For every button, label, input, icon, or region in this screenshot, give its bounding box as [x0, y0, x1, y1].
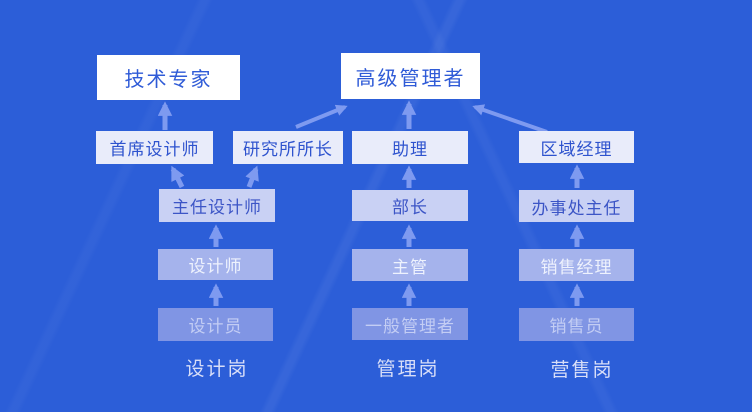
node-director-designer: 主任设计师 — [159, 189, 275, 222]
node-office-director: 办事处主任 — [519, 190, 634, 222]
node-chief-designer: 首席设计师 — [96, 131, 213, 164]
node-tech-expert: 技术专家 — [97, 55, 240, 100]
node-assistant: 助理 — [352, 131, 468, 164]
promotion-arrow-institute-head-to-senior-manager — [295, 104, 348, 129]
column-label-design-track: 设计岗 — [185, 359, 249, 380]
node-draftsman: 设计员 — [158, 308, 273, 341]
node-senior-manager: 高级管理者 — [341, 53, 480, 99]
column-label-management-track: 管理岗 — [376, 359, 440, 380]
promotion-arrow-director-designer-to-chief-designer — [170, 165, 185, 189]
node-designer: 设计师 — [158, 249, 273, 280]
promotion-arrow-regional-manager-to-senior-manager — [472, 104, 548, 134]
node-supervisor: 主管 — [352, 249, 468, 281]
node-salesperson: 销售员 — [519, 308, 634, 341]
node-department-head: 部长 — [352, 190, 468, 221]
promotion-arrow-director-designer-to-institute-head — [245, 165, 259, 188]
node-institute-head: 研究所所长 — [233, 131, 343, 164]
node-regional-manager: 区域经理 — [519, 131, 634, 163]
node-general-manager: 一般管理者 — [352, 308, 468, 340]
column-label-sales-track: 营售岗 — [550, 360, 614, 381]
node-sales-manager: 销售经理 — [519, 249, 634, 281]
